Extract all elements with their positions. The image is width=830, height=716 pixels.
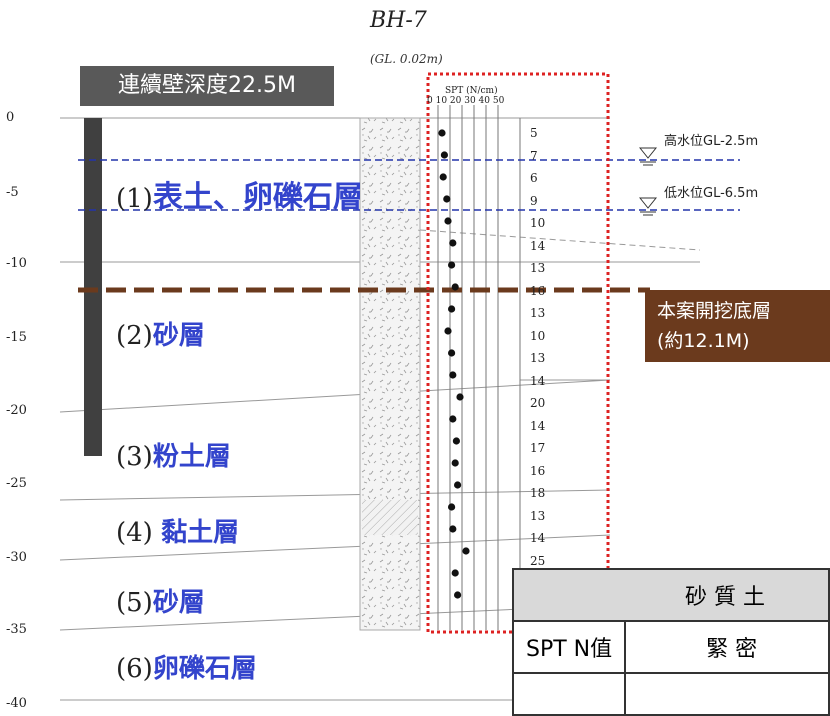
depth-tick: 0	[6, 110, 15, 125]
spt-point	[449, 525, 457, 533]
spt-value-label: 9	[530, 193, 538, 208]
depth-tick: -25	[6, 476, 27, 491]
spt-point	[451, 283, 459, 291]
depth-tick: -40	[6, 696, 27, 711]
spt-value-label: 10	[530, 328, 546, 343]
layer-label-5: (5)砂層	[116, 588, 205, 618]
spt-value-label: 14	[530, 373, 546, 388]
spt-point	[439, 173, 447, 181]
diaphragm-wall-bar	[84, 118, 102, 456]
spt-header-scale: 0 10 20 30 40 50	[427, 96, 505, 106]
spt-point	[449, 371, 457, 379]
spt-value-label: 13	[530, 306, 546, 320]
spt-point	[448, 261, 456, 269]
spt-value-label: 6	[530, 171, 538, 185]
excavation-label: 本案開挖底層 (約12.1M)	[645, 290, 830, 362]
spt-point	[452, 437, 460, 445]
spt-value-label: 14	[530, 238, 546, 253]
ground-level: (GL. 0.02m)	[370, 52, 443, 66]
spt-point	[449, 239, 457, 247]
spt-header: SPT (N/cm) 0 10 20 30 40 50	[427, 86, 504, 106]
excavation-label-line2: (約12.1M)	[657, 330, 750, 352]
soil-column	[359, 117, 421, 631]
spt-value-label: 7	[530, 148, 538, 163]
layer-label-4: (4) 黏土層	[116, 518, 240, 548]
spt-point	[443, 195, 451, 203]
ref-table-cell	[511, 672, 627, 716]
spt-point	[449, 415, 457, 423]
spt-point	[440, 151, 448, 159]
ref-table-col2: 緊 密	[624, 620, 830, 674]
depth-tick: -35	[6, 622, 27, 637]
layer-boundaries	[59, 117, 701, 701]
spt-value-label: 10	[530, 216, 546, 230]
spt-point	[454, 481, 462, 489]
spt-header-label: SPT (N/cm)	[445, 86, 498, 96]
spt-point	[451, 569, 459, 577]
depth-tick: -15	[6, 330, 27, 345]
depth-tick: -5	[6, 185, 19, 200]
wall-depth-label: 連續壁深度22.5M	[80, 66, 334, 106]
spt-value-label: 5	[530, 126, 538, 140]
high-water-label: 高水位GL-2.5m	[664, 134, 759, 149]
layer-label-2: (2)砂層	[116, 321, 205, 351]
layer-label-1: (1)表土、卵礫石層	[116, 180, 363, 215]
depth-tick: -30	[6, 550, 27, 565]
spt-point	[454, 591, 462, 599]
spt-point	[438, 129, 446, 137]
reference-table: 砂 質 土 SPT N值緊 密	[511, 568, 830, 716]
spt-points	[438, 129, 470, 599]
spt-value-label: 16	[530, 283, 546, 298]
spt-grid	[437, 105, 521, 630]
spt-value-label: 14	[530, 531, 546, 545]
layer-label-3: (3)粉土層	[116, 442, 231, 472]
spt-value-label: 16	[530, 463, 546, 478]
spt-value-label: 14	[530, 418, 546, 433]
spt-point	[448, 349, 456, 357]
spt-point	[448, 503, 456, 511]
spt-value-label: 20	[530, 396, 546, 410]
spt-value-label: 13	[530, 351, 546, 365]
spt-point	[444, 327, 452, 335]
spt-point	[456, 393, 464, 401]
ref-table-col1: SPT N值	[511, 620, 627, 674]
spt-point	[462, 547, 470, 555]
excavation-label-line1: 本案開挖底層	[657, 300, 772, 322]
depth-tick: -20	[6, 403, 27, 418]
spt-point	[448, 305, 456, 313]
water-marker-icon	[638, 147, 658, 216]
spt-value-label: 18	[530, 486, 546, 500]
depth-tick: -10	[6, 256, 27, 271]
low-water-label: 低水位GL-6.5m	[664, 186, 759, 201]
spt-value-label: 13	[530, 508, 546, 523]
spt-point	[444, 217, 452, 225]
spt-value-label: 13	[530, 261, 546, 275]
spt-value-label: 17	[530, 441, 546, 455]
spt-value-label: 25	[530, 553, 546, 568]
ref-table-cell	[624, 672, 830, 716]
ref-table-header: 砂 質 土	[512, 568, 830, 622]
layer-label-6: (6)卵礫石層	[116, 654, 257, 684]
clay-hatch	[362, 500, 418, 535]
spt-point	[451, 459, 459, 467]
